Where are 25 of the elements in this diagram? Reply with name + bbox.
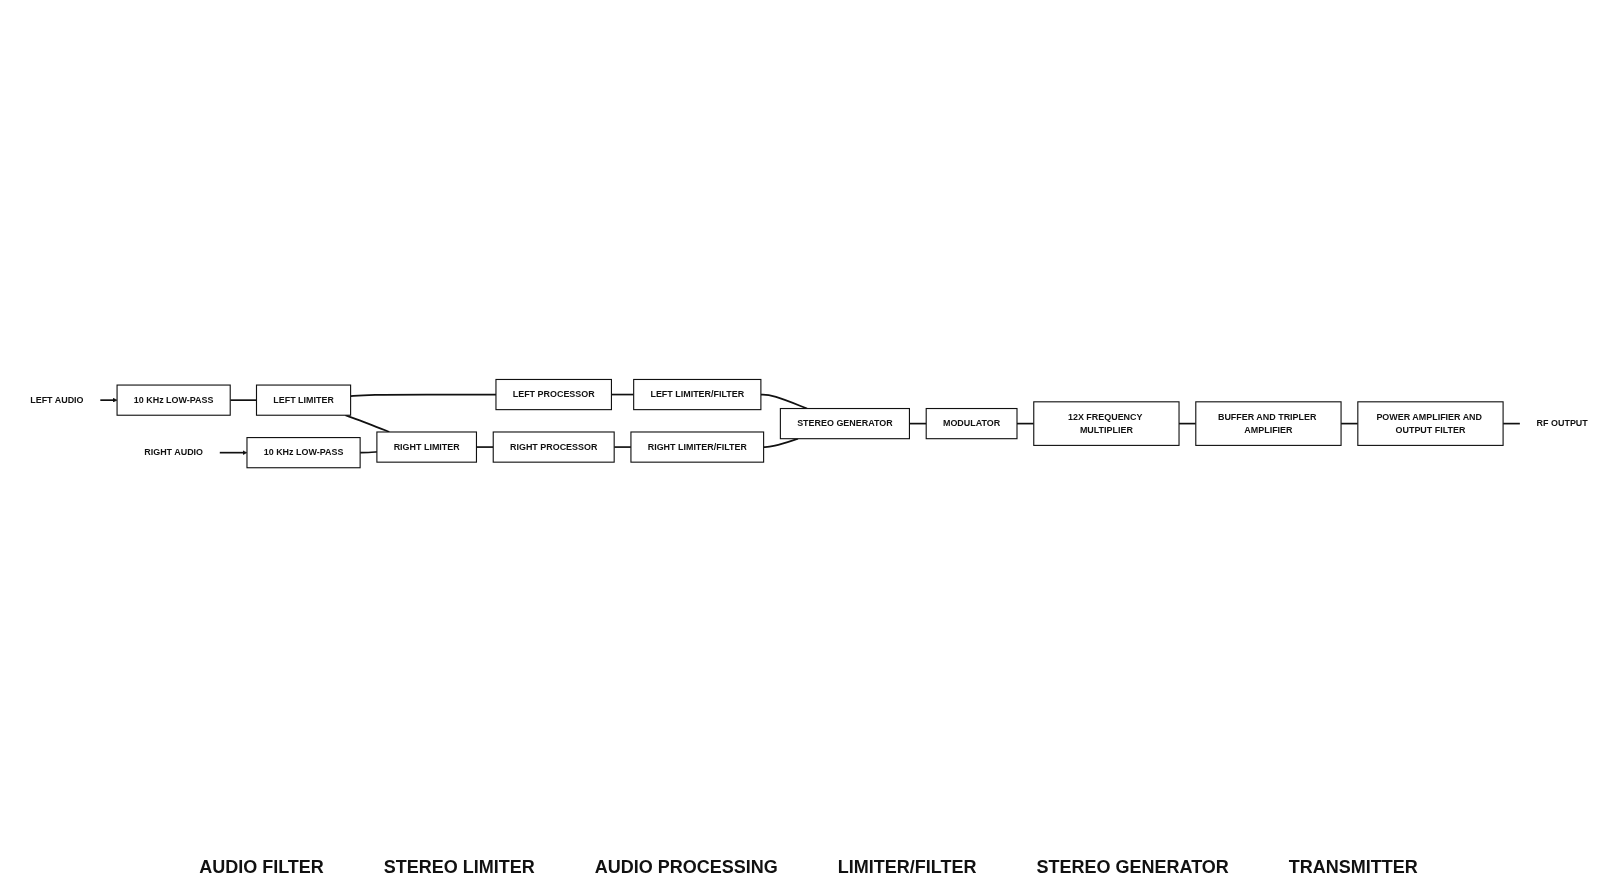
node-box: 10 KHz LOW-PASS (116, 384, 231, 416)
node-box: STEREO GENERATOR (779, 407, 910, 440)
node-box: BUFFER AND TRIPLER AMPLIFIER (1194, 401, 1342, 446)
node-box: RIGHT LIMITER (375, 431, 477, 463)
section-label: STEREO GENERATOR (1036, 857, 1229, 878)
section-label: TRANSMITTER (1288, 857, 1418, 878)
arrow (218, 450, 247, 455)
node-text: RIGHT AUDIO (143, 447, 203, 458)
node-box: RIGHT PROCESSOR (492, 431, 615, 463)
connector (610, 393, 634, 396)
node-box: LEFT LIMITER (255, 384, 351, 416)
node-box: RIGHT LIMITER/FILTER (629, 431, 764, 463)
node-box: 12X FREQUENCY MULTIPLIER (1032, 401, 1180, 446)
section-label: AUDIO FILTER (199, 857, 324, 878)
node-box: LEFT LIMITER/FILTER (632, 378, 761, 411)
node-box: 10 KHz LOW-PASS (245, 436, 361, 469)
section-label: STEREO LIMITER (383, 857, 535, 878)
node-box: LEFT PROCESSOR (494, 378, 612, 411)
section-label: AUDIO PROCESSING (594, 857, 778, 878)
node-text: RF OUTPUT (1536, 418, 1588, 428)
node-text: LEFT AUDIO (29, 395, 84, 405)
node-box: POWER AMPLIFIER AND OUTPUT FILTER (1356, 401, 1504, 446)
arrow (98, 397, 117, 403)
section-label: LIMITER/FILTER (837, 857, 977, 878)
node-box: MODULATOR (925, 407, 1018, 440)
